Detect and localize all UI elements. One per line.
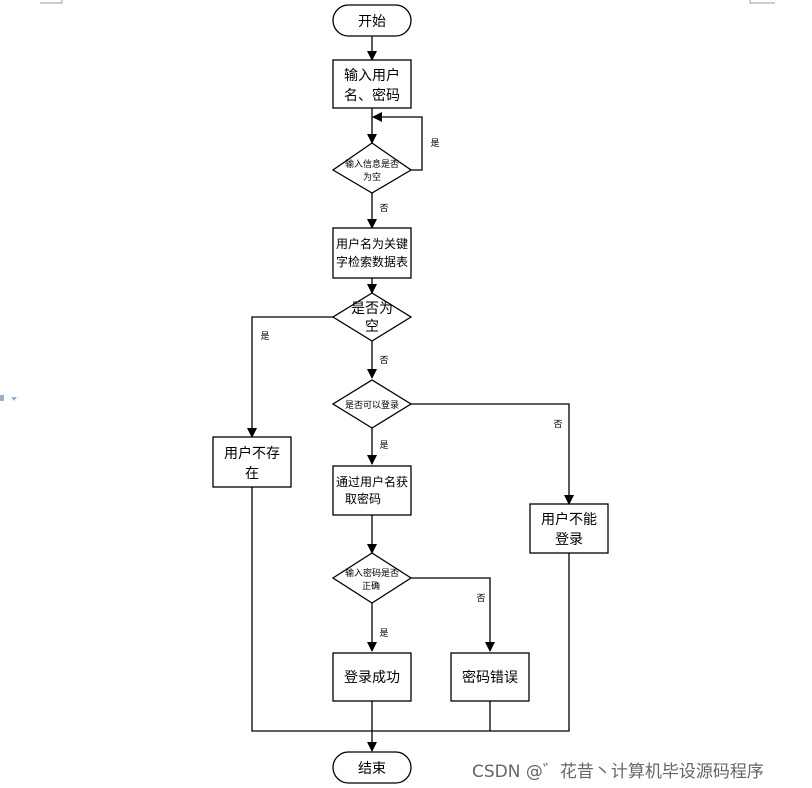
start-terminal — [332, 4, 412, 37]
search-table-line2: 字检索数据表 — [336, 254, 408, 269]
check-input-empty-diamond — [331, 142, 413, 194]
arrow-isempty-to-notexist — [247, 316, 333, 438]
user-not-exist-line1: 用户不存 — [224, 445, 280, 462]
corner-mark-right — [749, 0, 775, 4]
check-empty-line1: 是否为 — [351, 301, 393, 317]
end-label: 结束 — [358, 761, 386, 777]
check-input-empty-line1: 输入信息是否 — [345, 158, 399, 170]
edge-handle-icon[interactable] — [0, 390, 18, 402]
user-cannot-login-line2: 登录 — [555, 532, 583, 548]
line-error-merge — [372, 701, 491, 732]
check-empty-line2: 空 — [365, 319, 379, 335]
user-not-exist-box — [212, 436, 292, 488]
start-label: 开始 — [358, 14, 386, 30]
no-label-2: 否 — [379, 355, 388, 366]
get-password-line2: 取密码 — [345, 491, 381, 506]
line-notexist-merge — [251, 487, 372, 732]
login-success-label: 登录成功 — [344, 670, 400, 686]
check-password-line2: 正确 — [362, 580, 380, 592]
end-terminal — [332, 751, 412, 784]
check-password-line1: 输入密码是否 — [345, 567, 399, 579]
arrow-canlogin-to-cannotlogin — [411, 403, 574, 505]
search-table-box — [332, 227, 412, 279]
user-cannot-login-box — [529, 503, 609, 554]
search-table-line1: 用户名为关键 — [336, 236, 408, 251]
login-success-box — [332, 652, 412, 702]
line-cannotlogin-merge — [490, 553, 570, 732]
password-error-box — [450, 652, 530, 702]
yes-label-3: 是 — [379, 440, 388, 451]
check-empty-diamond — [331, 292, 413, 342]
password-error-label: 密码错误 — [462, 669, 518, 686]
user-cannot-login-line1: 用户不能 — [541, 511, 597, 528]
can-login-label: 是否可以登录 — [345, 400, 399, 411]
check-password-diamond — [331, 552, 413, 604]
get-password-line1: 通过用户名获 — [336, 474, 408, 489]
input-user-box — [332, 59, 412, 109]
csdn-watermark: CSDN @゛花昔丶计算机毕设源码程序 — [472, 762, 764, 782]
yes-label-4: 是 — [379, 628, 388, 639]
arrow-checkpassword-to-error — [411, 577, 495, 652]
input-user-line1: 输入用户 — [344, 67, 400, 84]
yes-loop-label: 是 — [430, 138, 439, 149]
no-label-3: 否 — [553, 419, 562, 430]
yes-label-left: 是 — [260, 331, 269, 342]
can-login-diamond — [331, 379, 413, 429]
user-not-exist-line2: 在 — [245, 466, 259, 482]
input-user-line2: 名、密码 — [344, 87, 400, 104]
arrow-yes-loop — [372, 112, 423, 171]
no-label-1: 否 — [379, 203, 388, 214]
check-input-empty-line2: 为空 — [363, 171, 381, 183]
get-password-box — [332, 465, 412, 516]
corner-mark-left — [40, 0, 63, 4]
no-label-4: 否 — [476, 593, 485, 604]
